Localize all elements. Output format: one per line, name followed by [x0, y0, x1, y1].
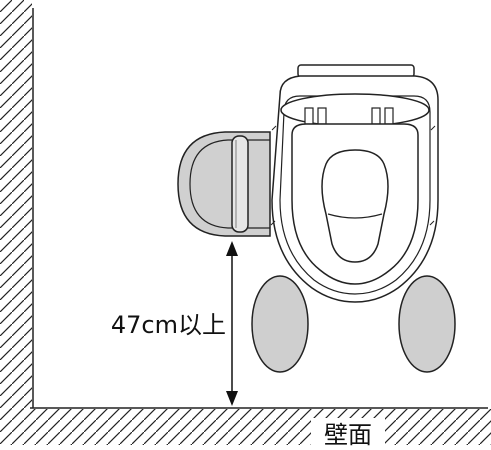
toilet-bowl [321, 149, 389, 263]
paper-holder [177, 131, 271, 237]
floor-label-bg [311, 418, 385, 448]
dimension-arrow [226, 241, 238, 406]
arrow-head-bottom [226, 391, 238, 406]
distance-label: 47cm以上 [111, 311, 226, 339]
toilet [270, 64, 439, 303]
floor-label: 壁面 [324, 421, 372, 449]
left-foot [251, 275, 309, 373]
bottom-wall [0, 407, 491, 445]
seat-side-marks [270, 125, 436, 226]
toilet-water-line [327, 213, 383, 219]
right-foot [398, 275, 456, 373]
distance-label-bg [96, 307, 228, 341]
arrow-head-top [226, 241, 238, 256]
toilet-tank-lid [297, 64, 415, 78]
left-wall [0, 0, 34, 410]
toilet-hinge-bar [280, 93, 430, 127]
